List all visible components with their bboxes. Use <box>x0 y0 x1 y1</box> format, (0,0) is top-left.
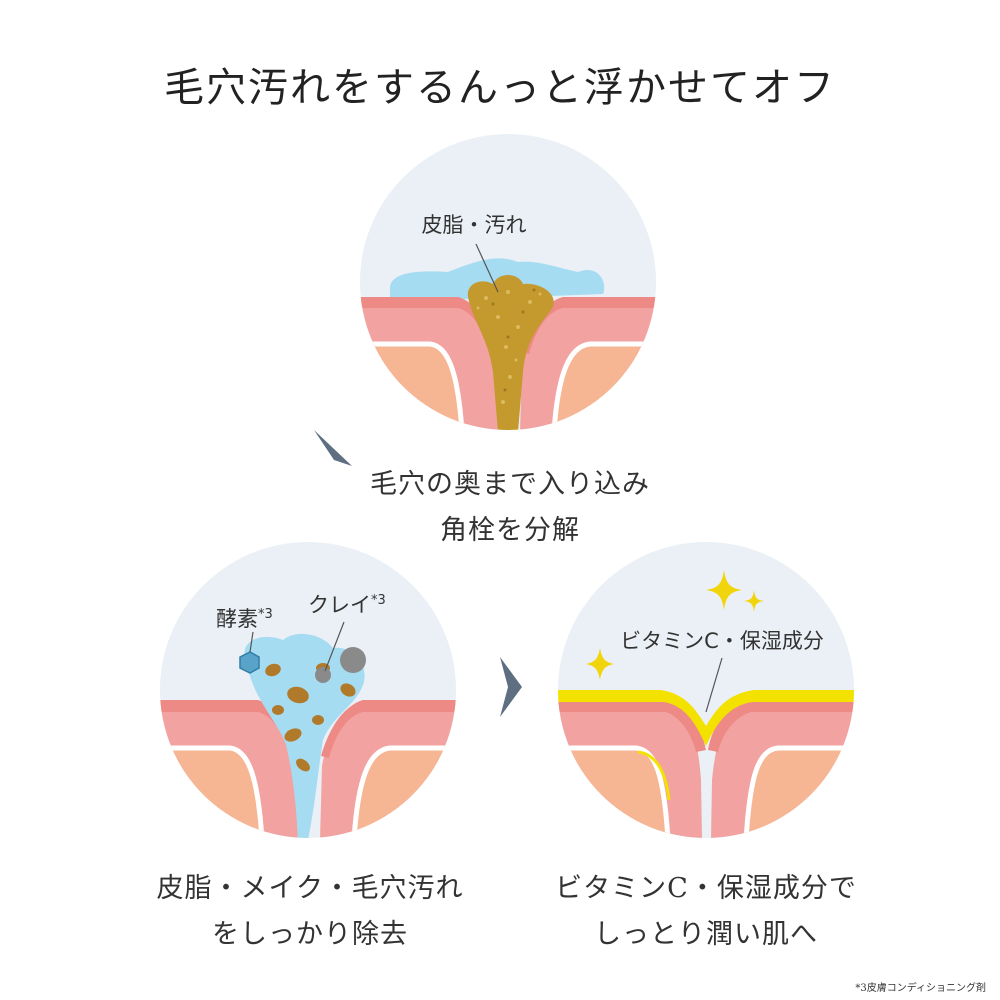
footnote: *3皮膚コンディショニング剤 <box>855 983 986 994</box>
step3-caption: ビタミンC・保湿成分で しっとり潤い肌へ <box>555 873 857 950</box>
flow-arrow-2 <box>500 657 522 717</box>
vitamin-moisture-illustration: ビタミンC・保湿成分 <box>558 542 854 838</box>
step1-caption: 毛穴の奥まで入り込み 角栓を分解 <box>370 469 650 546</box>
enzyme-label: 酵素*3 <box>216 607 273 631</box>
sparkle-icon <box>586 648 614 680</box>
sebum-dirt-label: 皮脂・汚れ <box>422 213 527 237</box>
step2-caption: 皮脂・メイク・毛穴汚れ をしっかり除去 <box>156 873 464 950</box>
sparkle-icon <box>744 590 764 612</box>
sparkle-icon <box>706 570 742 610</box>
pore-sebum-illustration: 皮脂・汚れ <box>360 134 656 430</box>
page-title: 毛穴汚れをするんっと浮かせてオフ <box>164 65 836 111</box>
enzyme-clay-illustration: クレイ*3 酵素*3 <box>160 542 456 838</box>
clay-label: クレイ*3 <box>308 593 386 617</box>
vitamin-c-moisture-label: ビタミンC・保湿成分 <box>620 629 824 653</box>
flow-arrow-1 <box>314 430 352 466</box>
